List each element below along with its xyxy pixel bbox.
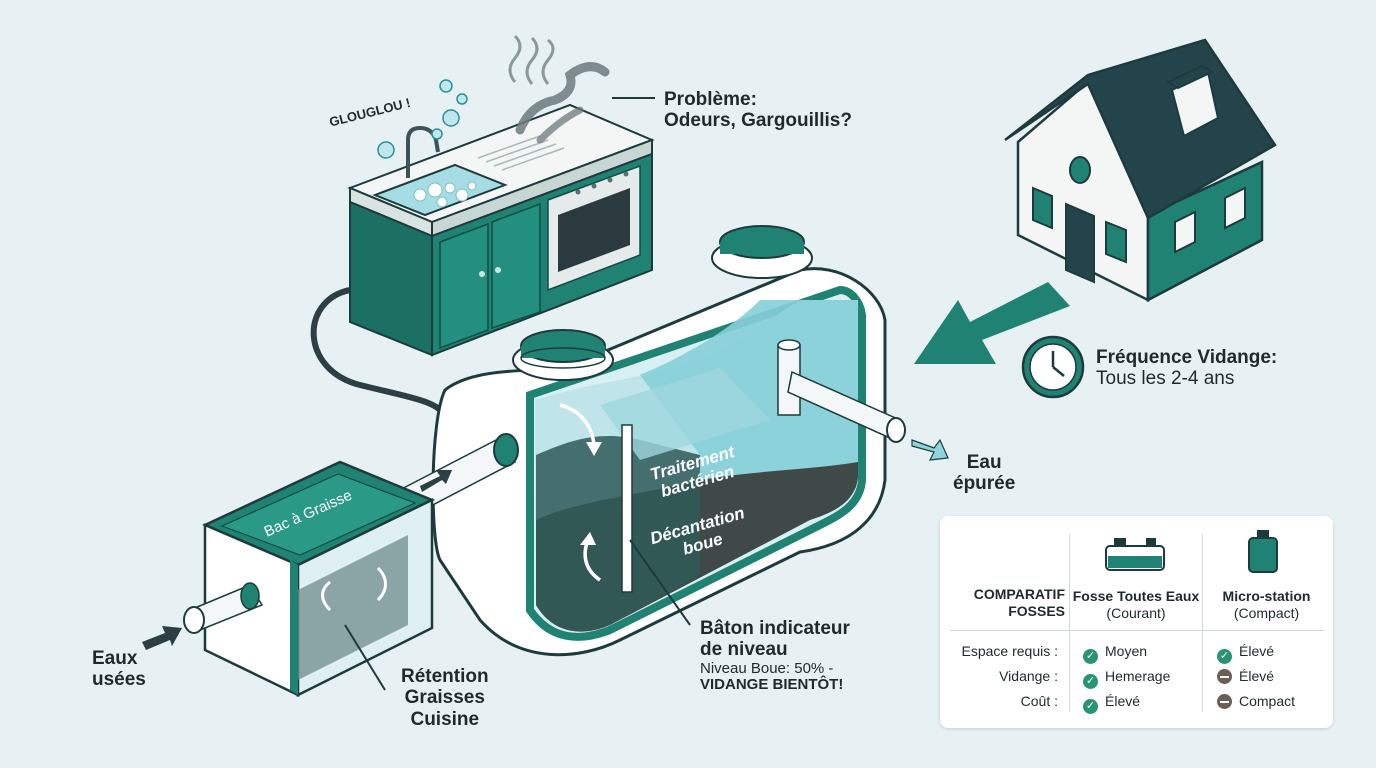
row-vidange-col2-text: Élevé (1239, 668, 1275, 684)
col2-name: Micro-station (1222, 588, 1311, 604)
indicator-line1: Bâton indicateur (700, 618, 850, 639)
micro-station-icon (1248, 530, 1278, 573)
grease-line2: Graisses (404, 687, 485, 709)
check-icon: ✓ (1083, 649, 1098, 664)
comparison-title-line2: FOSSES (1008, 602, 1065, 619)
minus-icon (1217, 694, 1232, 709)
flow-arrow-inlet (142, 626, 182, 650)
outlet-line2: épurée (953, 473, 1016, 495)
septic-tank (388, 225, 949, 657)
col2-sub: (Compact) (1233, 604, 1300, 621)
col1-sub: (Courant) (1106, 604, 1166, 621)
row-label-cost: Coût : (1020, 693, 1058, 709)
outlet-pipe (777, 339, 906, 443)
inlet-line1: Eaux (92, 648, 138, 669)
bubbles (377, 79, 468, 159)
outlet-label: Eau épurée (953, 452, 1015, 495)
row-cost-col1-text: Élevé (1105, 693, 1141, 709)
level-stick (621, 424, 633, 593)
comparison-title-line1: COMPARATIF (973, 586, 1065, 602)
check-icon: ✓ (1217, 649, 1232, 664)
problem-line2: Odeurs, Gargouillis? (664, 110, 852, 132)
flow-arrow-outlet (911, 438, 949, 461)
tank-lid-right (711, 225, 813, 279)
grease-inlet-pipe (183, 582, 264, 634)
flow-arrow-down (559, 403, 596, 446)
row-space-col2: ✓ Élevé (1217, 643, 1274, 664)
clock-icon (1021, 335, 1085, 399)
indicator-warning: VIDANGE BIENTÔT! (700, 676, 844, 694)
inlet-line2: usées (92, 669, 146, 691)
comparison-title: COMPARATIF FOSSES (950, 586, 1065, 620)
row-vidange-col1-text: Hemerage (1105, 668, 1171, 684)
row-space-col2-text: Élevé (1239, 643, 1275, 659)
septic-tank-icon (1105, 538, 1165, 571)
grease-leader-line (344, 624, 386, 691)
house (1004, 38, 1277, 303)
grease-line1: Rétention (401, 666, 489, 687)
comparison-card: COMPARATIF FOSSES Fosse Toutes Eaux (Cou… (940, 516, 1333, 728)
problem-label: Problème: Odeurs, Gargouillis? (664, 89, 852, 132)
grease-trap (183, 460, 436, 698)
drain-hose (310, 287, 443, 413)
col1-header: Fosse Toutes Eaux (Courant) (1071, 588, 1201, 622)
row-space-col1-text: Moyen (1105, 643, 1148, 659)
vidange-value: Tous les 2-4 ans (1096, 368, 1235, 390)
indicator-leader-line (629, 539, 691, 626)
row-vidange-col2: Élevé (1217, 668, 1274, 685)
inlet-label: Eaux usées (92, 648, 146, 691)
flow-arrow-house (914, 282, 1070, 364)
vidange-title: Fréquence Vidange: (1096, 347, 1278, 368)
odor-smoke (508, 34, 610, 144)
row-cost-col2-text: Compact (1239, 693, 1296, 709)
row-label-space: Espace requis : (961, 643, 1059, 659)
tank-lid-left (512, 329, 614, 381)
indicator-line2: de niveau (700, 639, 788, 661)
problem-line1: Problème: (664, 89, 757, 110)
kitchen-unit (347, 103, 655, 357)
vidange-label: Fréquence Vidange: Tous les 2-4 ans (1096, 347, 1277, 390)
row-vidange-col1: ✓ Hemerage (1083, 668, 1170, 689)
row-space-col1: ✓ Moyen (1083, 643, 1147, 664)
outlet-line1: Eau (966, 452, 1002, 473)
grease-line3: Cuisine (410, 708, 480, 730)
check-icon: ✓ (1083, 674, 1098, 689)
col2-header: Micro-station (Compact) (1204, 588, 1329, 622)
indicator-label: Bâton indicateur de niveau Niveau Boue: … (700, 618, 850, 694)
row-cost-col2: Compact (1217, 693, 1295, 710)
col1-name: Fosse Toutes Eaux (1072, 588, 1200, 604)
grease-label: Rétention Graisses Cuisine (401, 666, 489, 730)
row-cost-col1: ✓ Élevé (1083, 693, 1140, 714)
minus-icon (1217, 669, 1232, 684)
row-label-vidange: Vidange : (999, 668, 1058, 684)
check-icon: ✓ (1083, 699, 1098, 714)
indicator-level: Niveau Boue: 50% - (700, 659, 834, 677)
